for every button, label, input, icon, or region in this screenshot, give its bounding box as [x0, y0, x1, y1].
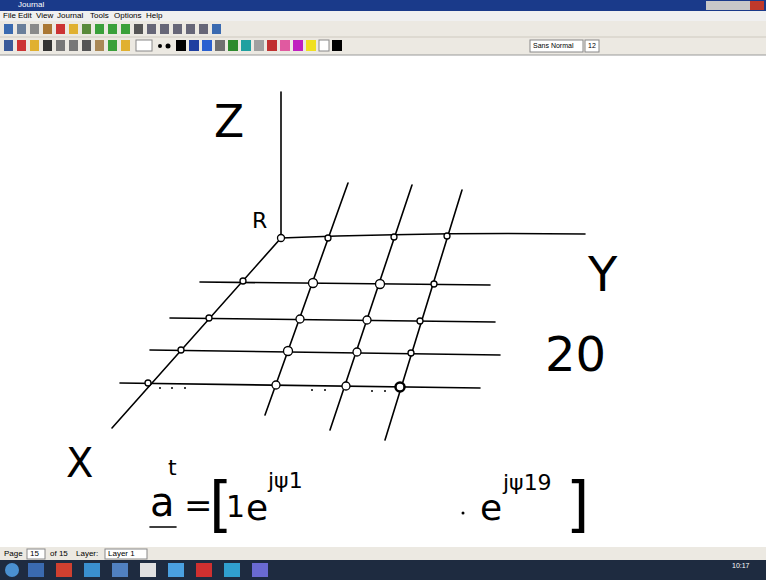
taskbar-icons	[5, 563, 268, 577]
font-box	[530, 40, 583, 52]
axis-label: Y	[588, 250, 617, 298]
window-title: Journal	[18, 1, 44, 9]
color-palette	[176, 40, 342, 51]
array-elements	[145, 233, 450, 392]
toolbar-border	[0, 55, 766, 56]
vector-entry: 1	[226, 492, 245, 522]
size-box	[585, 40, 599, 52]
taskbar	[0, 560, 766, 580]
toolbar-divider	[0, 37, 766, 38]
status-text: Layer:	[76, 550, 98, 558]
vector-underline	[150, 526, 176, 528]
title-bar	[0, 0, 766, 11]
close-button	[750, 1, 764, 10]
toolbar	[0, 21, 766, 55]
grid-column	[265, 183, 348, 415]
vector-symbol: a	[150, 482, 175, 522]
menu-item: Options	[114, 12, 142, 20]
axis-label: X	[66, 443, 93, 483]
equals-sign: =	[184, 488, 213, 522]
grid-row	[120, 383, 480, 388]
status-text: of 15	[50, 550, 68, 558]
toolbar-icons	[4, 24, 221, 51]
grid-row	[150, 350, 500, 355]
page-number: 15	[30, 550, 39, 558]
menu-item: Tools	[90, 12, 109, 20]
vector-entry: e	[480, 490, 502, 526]
font-size: 12	[588, 42, 596, 49]
x-axis	[112, 238, 281, 428]
menu-item: Help	[146, 12, 162, 20]
grid-column	[385, 190, 462, 440]
menu-item: File	[3, 12, 16, 20]
status-text: Page	[4, 550, 23, 558]
bracket: ]	[566, 474, 589, 534]
clock: 10:17	[732, 562, 750, 569]
vector-entry: e	[246, 490, 268, 526]
axis-label: Z	[214, 100, 244, 144]
status-bar	[0, 547, 766, 560]
phase-exponent: jψ1	[268, 470, 303, 492]
grid-row	[170, 318, 495, 322]
font-name: Sans Normal	[533, 42, 573, 49]
reference-label: R	[252, 210, 267, 232]
menu-item: View	[36, 12, 53, 20]
window-buttons	[706, 1, 764, 10]
element-count: 20	[545, 330, 606, 378]
menu-item: Journal	[57, 12, 83, 20]
layer-box	[105, 549, 147, 559]
page-box	[27, 549, 45, 559]
phase-exponent: jψ19	[503, 472, 552, 494]
layer-name: Layer 1	[108, 550, 135, 558]
planar-array-sketch	[112, 92, 585, 527]
transpose-mark: t	[168, 457, 177, 479]
menu-item: Edit	[18, 12, 32, 20]
menu-bar	[0, 11, 766, 21]
z-axis	[280, 92, 282, 236]
